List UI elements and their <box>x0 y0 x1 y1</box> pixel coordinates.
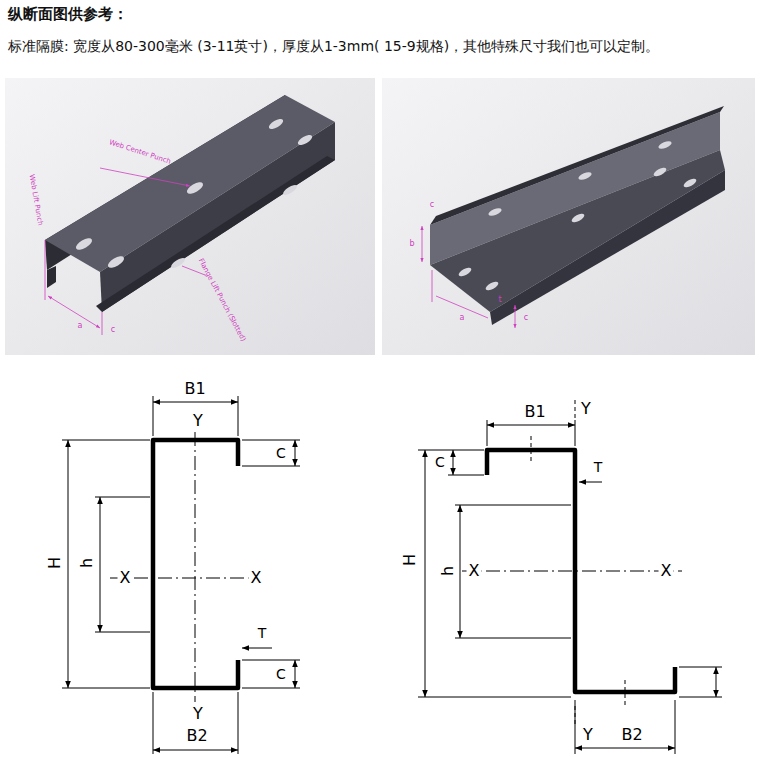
punch-note: Flange Lift Punch (Slotted) <box>197 257 248 343</box>
punch-note: Web Lift Punch <box>28 174 45 227</box>
dimension-label: B2 <box>621 726 642 744</box>
dimension-label: H <box>46 557 64 569</box>
dimension-label: B1 <box>184 380 205 398</box>
c-section <box>62 396 300 754</box>
dimension-label: B2 <box>186 727 207 745</box>
dimension-label: h <box>439 566 457 576</box>
dimension-letter: a <box>460 313 465 322</box>
dimension-label: C <box>276 666 286 682</box>
axis-label: Y <box>583 726 593 744</box>
dimension-letter: t <box>498 295 501 304</box>
z-section <box>418 400 722 754</box>
axis-label: Y <box>581 400 591 418</box>
punch-note: Web Center Punch <box>108 138 172 166</box>
axis-label: X <box>659 562 674 580</box>
dimension-letter: c <box>430 200 434 209</box>
dimension-letter: a <box>78 321 83 330</box>
dimension-label: C <box>276 445 286 461</box>
page-heading: 纵断面图供参考： <box>8 6 128 23</box>
dimension-letter: c <box>524 313 528 322</box>
axis-label: Y <box>193 705 203 723</box>
axis-label: X <box>249 569 264 587</box>
dimension-label: B1 <box>524 403 545 421</box>
axis-label: X <box>118 569 133 587</box>
axis-label: X <box>467 562 482 580</box>
axis-label: Y <box>193 412 203 430</box>
dimension-letter: b <box>409 239 414 248</box>
dimension-label: T <box>258 625 267 641</box>
dimension-label: h <box>78 558 96 568</box>
dimension-letter: c <box>111 325 115 334</box>
dimension-label: T <box>594 459 603 475</box>
dimension-label: H <box>401 554 419 566</box>
spec-note: 标准隔膜: 宽度从80-300毫米 (3-11英寸)，厚度从1-3mm( 15-… <box>8 38 659 54</box>
dimension-label: C <box>435 454 445 470</box>
z-purlin-render <box>382 78 755 355</box>
c-purlin-render <box>5 78 375 355</box>
